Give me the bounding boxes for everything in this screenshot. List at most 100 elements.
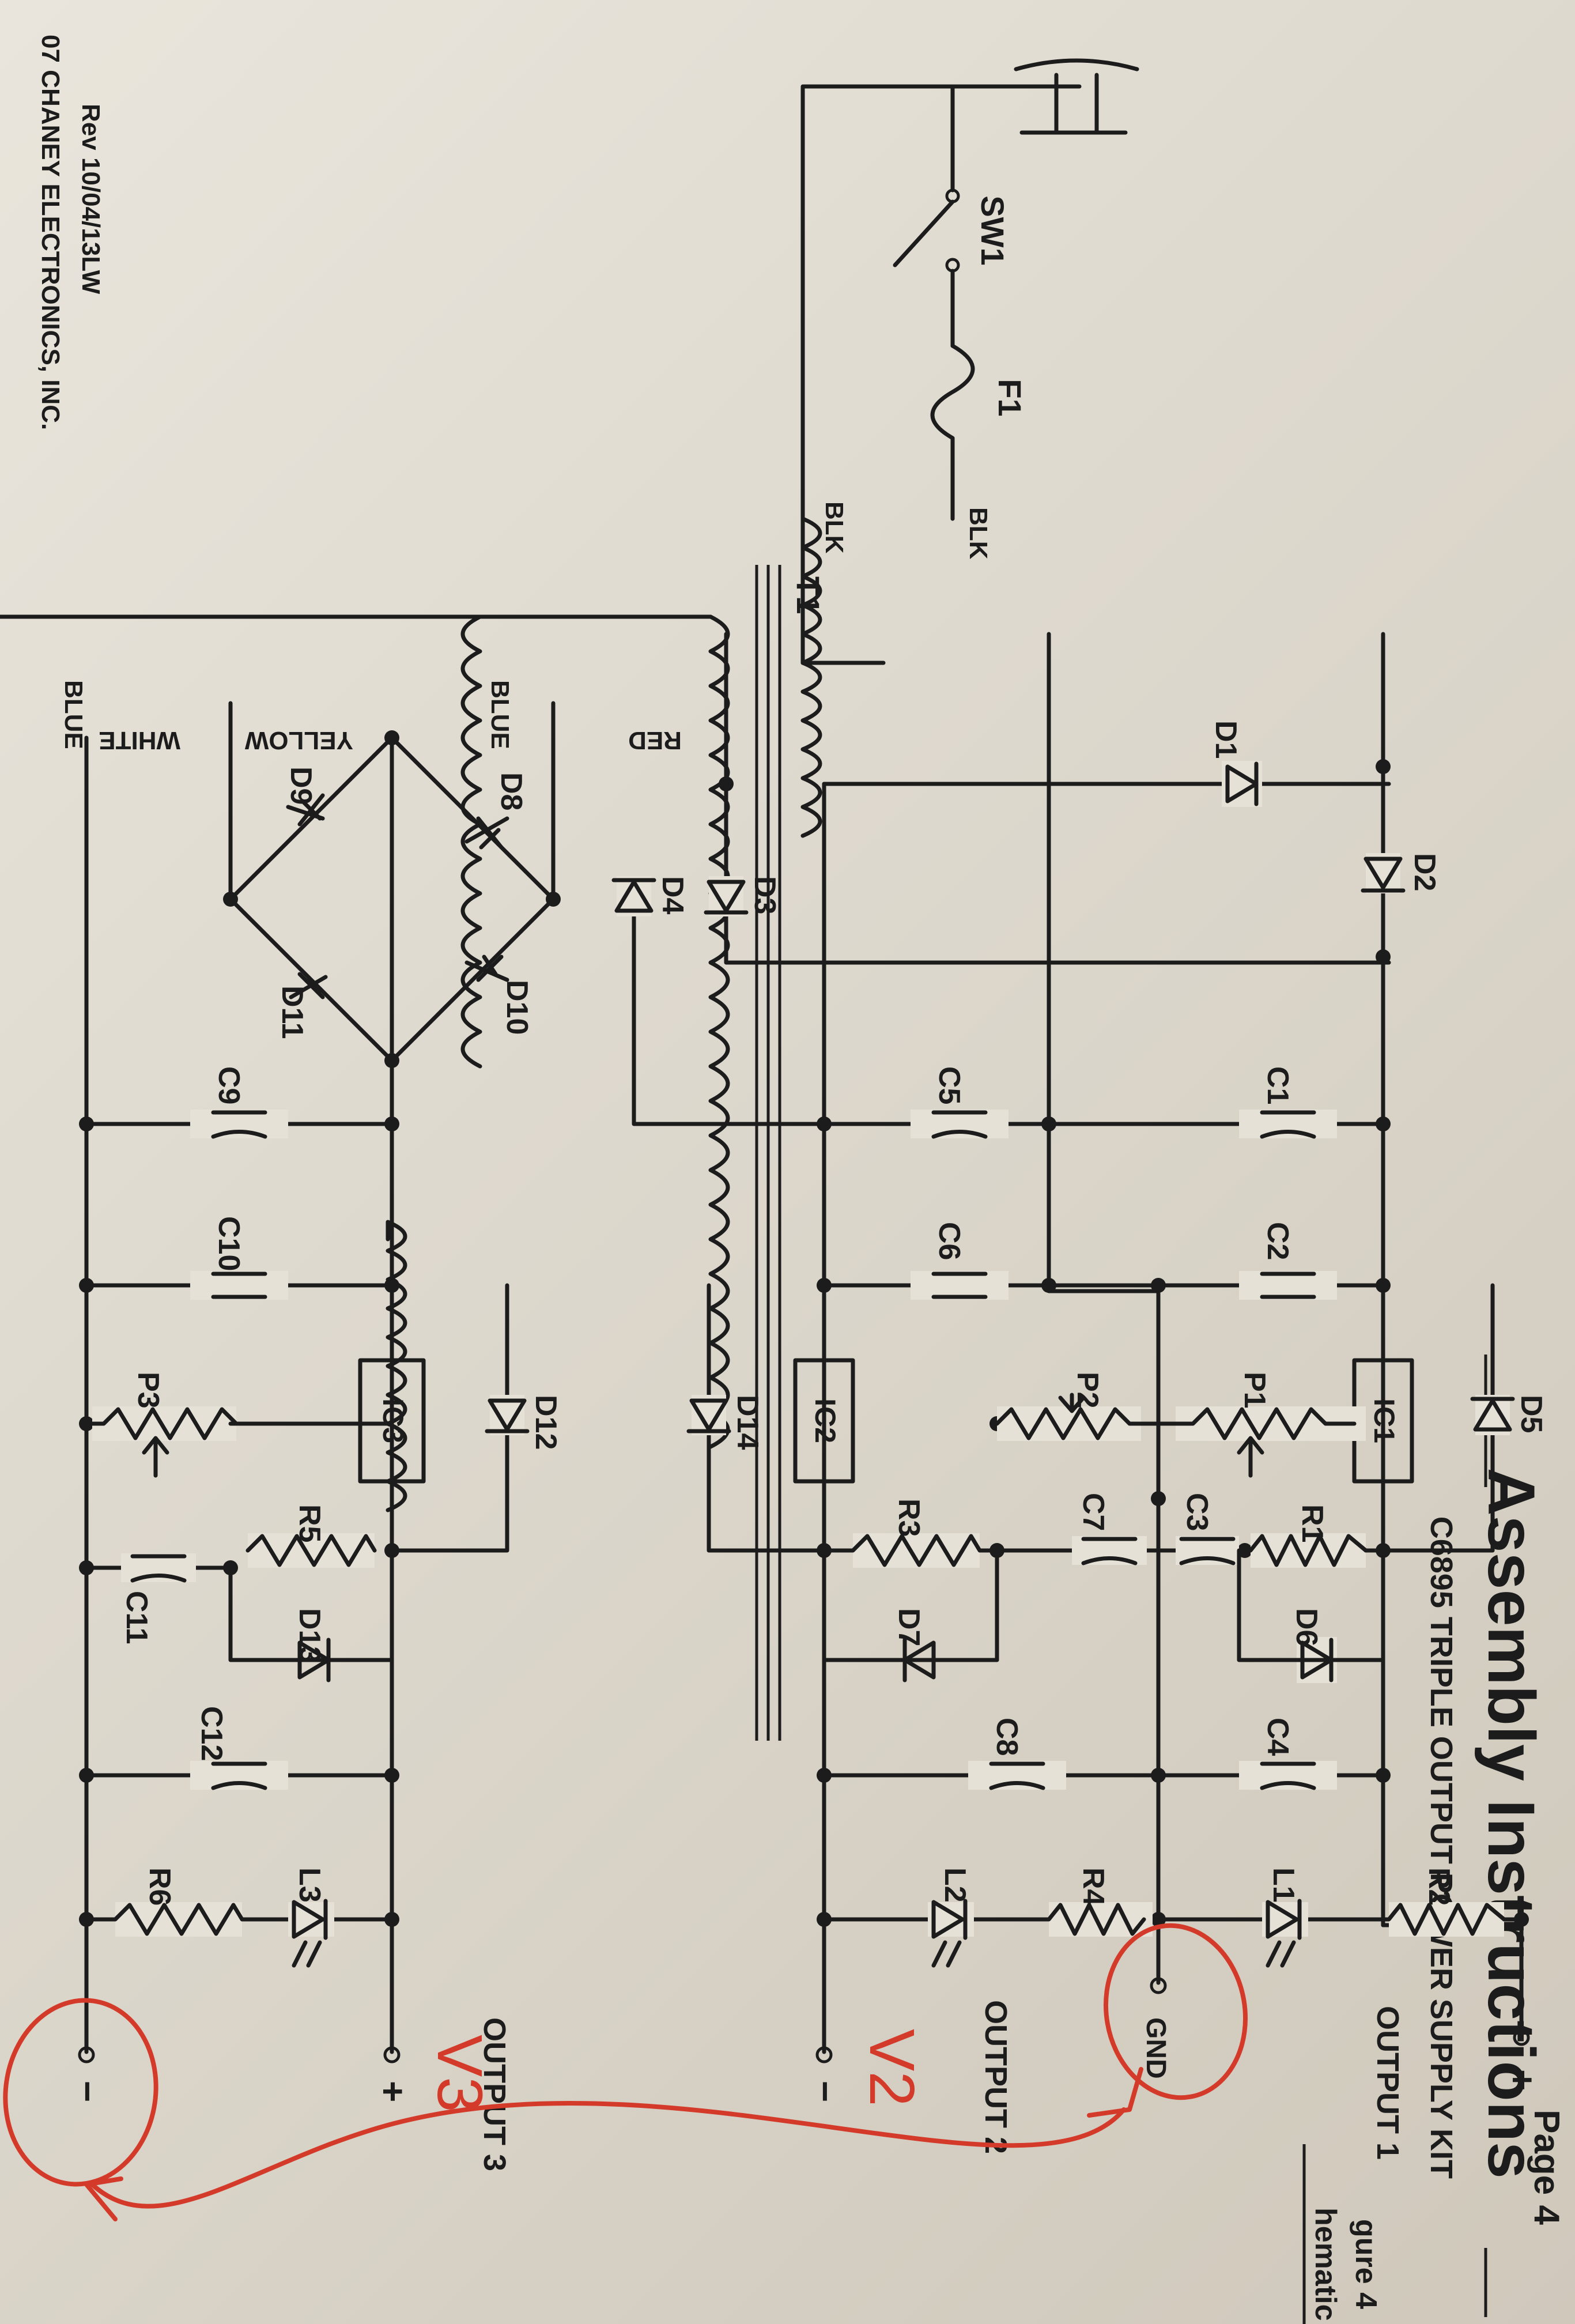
fuse-icon xyxy=(930,344,975,521)
copyright-text: 07 CHANEY ELECTRONICS, INC. xyxy=(36,35,65,430)
label-p1: P1 xyxy=(1238,1372,1271,1409)
label-l1: L1 xyxy=(1267,1867,1300,1903)
resistor-r5 xyxy=(245,1533,377,1568)
leds xyxy=(288,1899,1308,1968)
wire-label-red: RED xyxy=(628,726,682,754)
label-c9: C9 xyxy=(212,1066,245,1104)
diode-d2 xyxy=(1361,853,1406,893)
primary-coil xyxy=(800,516,822,838)
label-c6: C6 xyxy=(932,1222,966,1260)
label-r1: R1 xyxy=(1295,1504,1329,1542)
wire-label-blk-top: BLK xyxy=(964,507,992,560)
potentiometer-p3 xyxy=(84,1406,239,1478)
label-r3: R3 xyxy=(892,1499,926,1537)
label-c3: C3 xyxy=(1180,1493,1214,1531)
diode-d5 xyxy=(1470,1395,1515,1435)
label-c8: C8 xyxy=(990,1718,1023,1756)
d5-loop xyxy=(1381,1283,1495,1553)
label-r4: R4 xyxy=(1077,1867,1110,1906)
potentiometer-p2 xyxy=(995,1393,1161,1441)
document-title: Assembly Instructions xyxy=(1474,1468,1548,2179)
capacitors xyxy=(121,1110,1337,1790)
label-l3: L3 xyxy=(293,1867,326,1903)
output3-plus: + xyxy=(372,2081,414,2102)
label-d5: D5 xyxy=(1514,1395,1548,1433)
label-r5: R5 xyxy=(293,1504,326,1542)
d14-loop xyxy=(707,1283,826,1553)
tap-white xyxy=(724,632,1391,965)
capacitor-c2 xyxy=(1239,1271,1337,1300)
diode-d11 xyxy=(289,972,328,999)
ic3-label: IC3 xyxy=(377,1398,409,1443)
label-d8: D8 xyxy=(494,772,528,810)
led-l1 xyxy=(1262,1899,1308,1968)
label-c5: C5 xyxy=(932,1066,966,1104)
capacitor-c11 xyxy=(121,1553,196,1583)
diode-d7 xyxy=(822,1548,999,1682)
label-d4: D4 xyxy=(656,876,689,915)
wire-label-blue-bottom: BLUE xyxy=(59,680,88,749)
led-l3 xyxy=(288,1899,334,1968)
resistor-r3 xyxy=(851,1533,982,1568)
ac-plug-icon xyxy=(1014,58,1139,135)
wire-label-white: WHITE xyxy=(99,726,180,754)
diode-d14 xyxy=(686,1395,731,1435)
output1-gnd: GND xyxy=(1140,2017,1171,2079)
capacitor-c5 xyxy=(911,1110,1009,1139)
annotation-arrow-minus xyxy=(84,2176,123,2221)
diode-d3 xyxy=(704,876,749,916)
diode-d8 xyxy=(464,816,509,850)
label-r2: R2 xyxy=(1422,1867,1456,1906)
label-l2: L2 xyxy=(938,1867,972,1903)
label-c1: C1 xyxy=(1261,1066,1294,1104)
junction-dots xyxy=(79,730,1529,1927)
capacitor-c10 xyxy=(190,1271,288,1300)
capacitor-c9 xyxy=(190,1110,288,1139)
wire-d4 xyxy=(632,885,826,1126)
wire-label-blk-bottom: BLK xyxy=(820,501,848,554)
ic2: IC2 xyxy=(793,1358,855,1484)
handwritten-annotations: V2 V3 xyxy=(3,1923,1248,2221)
label-d2: D2 xyxy=(1408,853,1441,891)
resistors xyxy=(84,1393,1506,1937)
label-c10: C10 xyxy=(212,1216,245,1271)
output-labels: OUTPUT 1 OUTPUT 2 OUTPUT 3 + GND − + − xyxy=(67,2000,1543,2171)
diode-d9 xyxy=(286,793,325,827)
secondary-coil-upper-a xyxy=(386,1220,407,1512)
ic3: IC3 xyxy=(358,1358,426,1484)
figure-caption: hematic xyxy=(1309,2208,1342,2321)
label-d11: D11 xyxy=(275,986,309,1039)
fuse-label: F1 xyxy=(992,379,1028,416)
annotation-arrow-gnd xyxy=(1087,2067,1143,2118)
annotation-circle-gnd xyxy=(1103,1923,1248,2100)
wiring xyxy=(84,632,1524,2054)
label-d9: D9 xyxy=(284,767,318,805)
page-number: Page 4 xyxy=(1527,2110,1566,2225)
output1-label: OUTPUT 1 xyxy=(1370,2006,1405,2160)
label-d13: D13 xyxy=(293,1608,326,1663)
label-r6: R6 xyxy=(143,1867,176,1906)
label-d3: D3 xyxy=(748,876,781,914)
component-labels: D1 D2 D3 D4 D5 D6 D7 D8 D9 D10 D11 D12 D… xyxy=(120,720,1548,1906)
annotation-v3: V3 xyxy=(424,2035,495,2112)
capacitor-c6 xyxy=(911,1271,1009,1300)
capacitor-c3 xyxy=(1176,1536,1239,1565)
diodes xyxy=(228,761,1515,1683)
label-c2: C2 xyxy=(1261,1222,1294,1260)
diode-d10 xyxy=(464,954,509,982)
annotation-circle-minus xyxy=(3,1998,158,2187)
switch-label: SW1 xyxy=(975,195,1011,265)
resistor-r2 xyxy=(1387,1902,1506,1937)
output2-label: OUTPUT 2 xyxy=(979,2000,1013,2154)
annotation-connector xyxy=(90,2101,1126,2209)
capacitor-c12 xyxy=(190,1761,288,1790)
potentiometer-p1 xyxy=(1156,1406,1366,1478)
capacitor-c1 xyxy=(1239,1110,1337,1139)
diode-d1 xyxy=(1222,761,1262,807)
output3-label: OUTPUT 3 xyxy=(477,2017,512,2171)
label-d7: D7 xyxy=(892,1608,926,1646)
output1-plus: + xyxy=(1502,2069,1543,2091)
primary-circuit: SW1 F1 BLK BLK xyxy=(800,58,1139,838)
